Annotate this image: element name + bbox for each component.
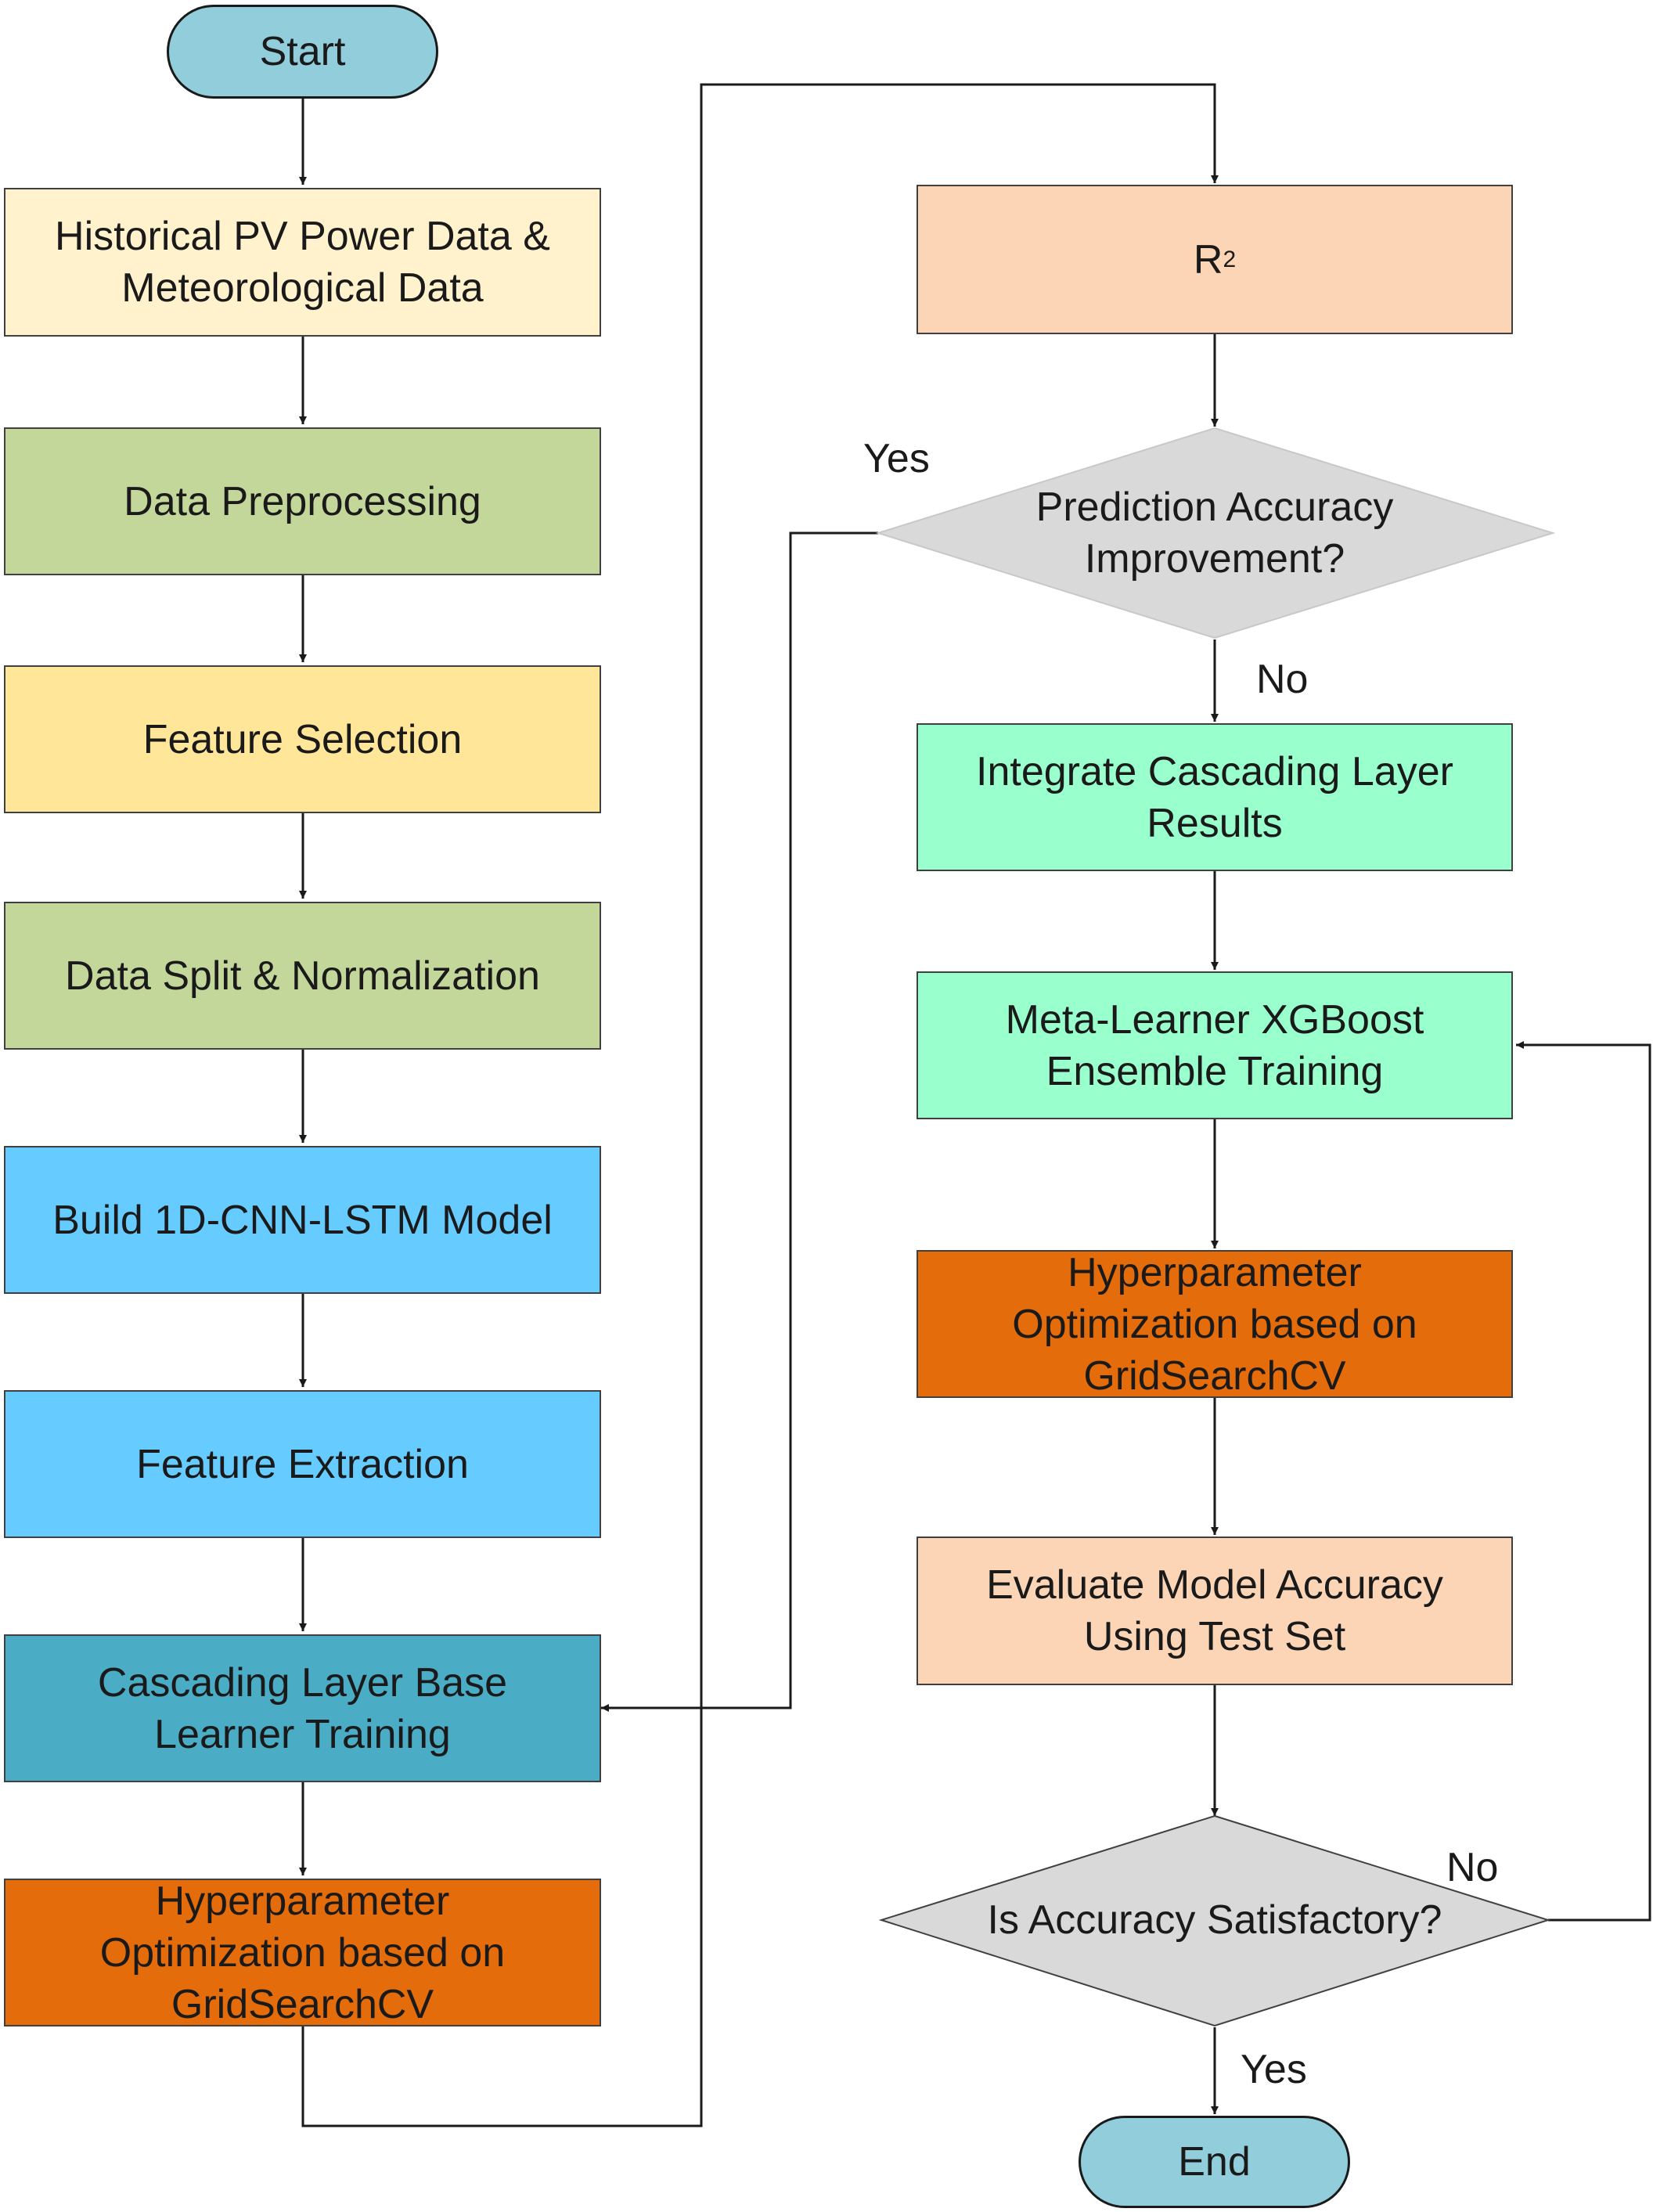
label-no-satisfactory: No bbox=[1446, 1845, 1499, 1890]
label-no-improvement: No bbox=[1256, 657, 1309, 702]
connector-satisfactory-no-to-meta bbox=[1516, 1041, 1651, 1922]
hyperparameter-right-box: Hyperparameter Optimization based on Gri… bbox=[917, 1250, 1513, 1399]
start-terminal: Start bbox=[167, 5, 438, 99]
integrate-results-box: Integrate Cascading Layer Results bbox=[917, 723, 1513, 871]
data-preprocessing-box: Data Preprocessing bbox=[4, 427, 601, 575]
decision-satisfactory-label: Is Accuracy Satisfactory? bbox=[987, 1897, 1442, 1943]
meta-learner-box: Meta-Learner XGBoost Ensemble Training bbox=[917, 971, 1513, 1119]
hyperparameter-left-box: Hyperparameter Optimization based on Gri… bbox=[4, 1879, 601, 2027]
label-yes-satisfactory: Yes bbox=[1241, 2047, 1307, 2092]
decision-improvement-shape bbox=[875, 427, 1556, 639]
cascading-training-box: Cascading Layer Base Learner Training bbox=[4, 1634, 601, 1782]
label-yes-improvement: Yes bbox=[863, 436, 930, 481]
connector-hyper-left-to-r2 bbox=[301, 83, 1219, 2127]
evaluate-accuracy-box: Evaluate Model Accuracy Using Test Set bbox=[917, 1537, 1513, 1685]
connector-improvement-yes-to-cascading bbox=[601, 531, 878, 1712]
historical-data-box: Historical PV Power Data & Meteorologica… bbox=[4, 188, 601, 337]
data-split-box: Data Split & Normalization bbox=[4, 902, 601, 1050]
feature-extraction-box: Feature Extraction bbox=[4, 1390, 601, 1538]
feature-selection-box: Feature Selection bbox=[4, 665, 601, 813]
end-terminal: End bbox=[1079, 2116, 1350, 2208]
build-model-box: Build 1D-CNN-LSTM Model bbox=[4, 1146, 601, 1294]
r-squared-base: R bbox=[1193, 236, 1223, 283]
decision-satisfactory-shape bbox=[878, 1814, 1551, 2027]
decision-improvement-label: Prediction Accuracy Improvement? bbox=[1035, 485, 1394, 582]
